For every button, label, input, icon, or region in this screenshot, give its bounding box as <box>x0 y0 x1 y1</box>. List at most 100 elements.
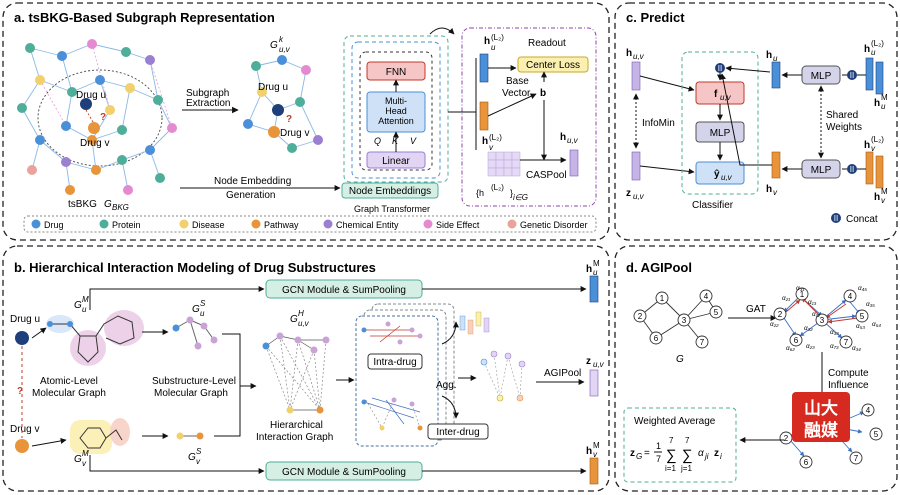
attention-node-2: 2 <box>778 310 783 319</box>
gcn-top-label: GCN Module & SumPooling <box>282 285 406 296</box>
tsbkg-sub: BKG <box>112 203 129 212</box>
input-node-2: 2 <box>638 312 643 321</box>
formula-frac-num: 1 <box>656 441 661 451</box>
substructure-graph-v <box>176 432 204 440</box>
formula-sum-i-top: 7 <box>669 436 674 445</box>
legend-label-6: Genetic Disorder <box>520 220 588 230</box>
panel-c: c. Predict h u,v z u,v InfoMin Classifie… <box>614 2 898 241</box>
hv-M-sub-c: v <box>881 196 886 205</box>
layer-loop-arrow <box>429 27 455 35</box>
input-node-3: 3 <box>682 316 687 325</box>
formula-frac-den: 7 <box>656 454 661 464</box>
subgraph-sup: k <box>279 35 284 44</box>
z-uv-sub-c: u,v <box>633 192 645 201</box>
f-uv-sub: u,v <box>720 93 732 102</box>
substructure-label-2: Molecular Graph <box>154 388 228 399</box>
attention-node-6: 6 <box>794 336 799 345</box>
hv-L2-sup-c: (L₂) <box>871 135 884 144</box>
kg-nodes <box>17 39 177 195</box>
concat-legend-symbol: II <box>834 214 838 223</box>
guv-H-sub: u,v <box>298 319 310 328</box>
caspool-grid <box>487 151 521 177</box>
z-uv-sub-b: u,v <box>593 360 605 369</box>
influence-node-6: 6 <box>804 458 809 467</box>
readout-label: Readout <box>528 38 566 49</box>
atomic-label-2: Molecular Graph <box>32 388 106 399</box>
hu-M-label-b: h <box>586 264 592 275</box>
gv-M-g: G <box>74 454 82 465</box>
h-uv-sub-a: u,v <box>567 136 579 145</box>
center-loss-box <box>517 56 589 73</box>
compute-label-2: Influence <box>828 380 869 391</box>
substructure-graph-u <box>172 316 218 350</box>
h-set-close: } <box>510 188 513 198</box>
formula-zi-sub: i <box>720 452 722 461</box>
z-uv-label-b: z <box>586 356 591 367</box>
shared-weights-1: Shared <box>826 110 858 121</box>
input-node-1: 1 <box>660 294 665 303</box>
gv-S-sup: S <box>196 447 202 456</box>
hu-L2-label-c: h <box>864 44 870 55</box>
h-v-label-c: h <box>766 184 772 195</box>
concat-symbol-bottom: II <box>850 165 854 174</box>
alpha-label-5: α₁₂ <box>812 311 821 318</box>
alpha-label-4: α₃₅ <box>866 301 875 308</box>
h-set-open: {h <box>476 188 484 198</box>
formula-sum-j-bot: j=1 <box>680 464 692 473</box>
h-uv-vector-c <box>631 61 641 91</box>
h-uv-sub-c: u,v <box>633 52 645 61</box>
legend-label-1: Protein <box>112 220 141 230</box>
transformer-inner <box>351 41 441 179</box>
caspool-label: CASPool <box>526 170 567 181</box>
alpha-label-6: α₂₂ <box>770 321 779 328</box>
legend-swatch-1 <box>99 219 109 229</box>
weighted-average-formula: z G = 1 7 ∑ 7 i=1 ∑ 7 j=1 α ji z i <box>630 436 722 473</box>
hv-L2-label-c: h <box>864 140 870 151</box>
agipool-label-b: AGIPool <box>544 368 581 379</box>
input-node-5: 5 <box>714 308 719 317</box>
watermark-line-1: 山大 <box>804 398 838 418</box>
gu-M-sub: u <box>82 305 87 314</box>
node-emb-gen-2: Generation <box>226 190 275 201</box>
subgraph-extraction-2: Extraction <box>186 98 230 109</box>
gv-S-g: G <box>188 452 196 463</box>
formula-z: z <box>630 448 635 459</box>
tsbkg-label: tsBKG <box>68 199 97 210</box>
gat-label: GAT <box>746 304 766 315</box>
h-u-L2-sub: u <box>491 43 496 52</box>
gcn-bottom-label: GCN Module & SumPooling <box>282 467 406 478</box>
hu-L2-sup-c: (L₂) <box>871 39 884 48</box>
legend-box <box>23 215 597 233</box>
shared-weights-2: Weights <box>826 122 862 133</box>
panel-b: b. Hierarchical Interaction Modeling of … <box>2 245 610 492</box>
linear-label: Linear <box>382 156 410 167</box>
gu-M-sup: M <box>82 295 89 304</box>
alpha-label-10: α₆₂ <box>786 345 795 352</box>
gu-S-g: G <box>192 304 200 315</box>
mlp-bottom-label: MLP <box>811 165 832 176</box>
h-set-sup: (L₂) <box>491 183 504 192</box>
input-graph <box>633 289 723 349</box>
z-uv-vector-b <box>589 369 599 397</box>
alpha-label-0: α₂₁ <box>782 295 790 302</box>
legend-label-4: Chemical Entity <box>336 220 399 230</box>
atomic-label-1: Atomic-Level <box>40 376 98 387</box>
gv-M-sub: v <box>82 459 87 468</box>
attention-graph <box>773 287 869 349</box>
h-v-L2-sub: v <box>489 143 494 152</box>
h-u-L2-vector <box>479 53 489 83</box>
atomic-graph-v <box>70 418 130 454</box>
formula-alpha: α <box>698 448 704 459</box>
concat-node-c <box>715 63 725 73</box>
inter-drug-label: Inter-drug <box>436 427 479 438</box>
alpha-label-9: α₅₃ <box>856 323 865 330</box>
hv-M-vector-b <box>589 457 599 485</box>
graph-transformer: FNN Multi- Head Attention Q K V Linear N… <box>341 27 455 214</box>
hv-L2-vector-c <box>865 151 874 185</box>
drug-v-label-b: Drug v <box>10 424 39 435</box>
attention-node-5: 5 <box>860 312 865 321</box>
question-mark-a: ? <box>100 112 106 123</box>
